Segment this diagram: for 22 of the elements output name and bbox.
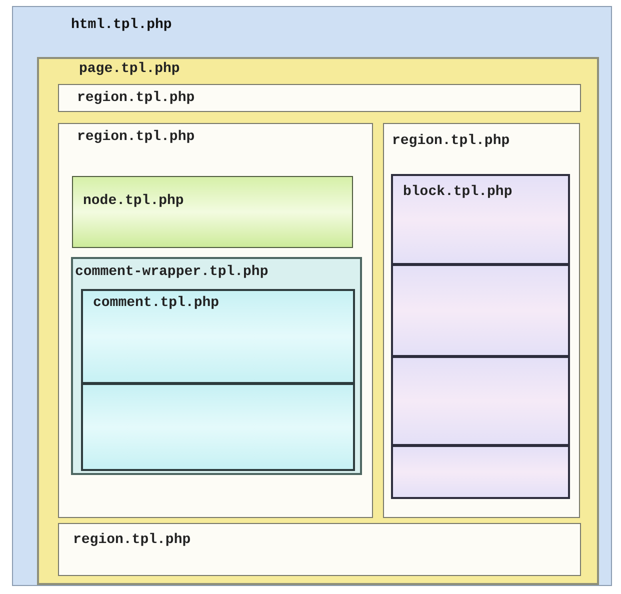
block-box xyxy=(391,174,570,265)
comment-box xyxy=(81,383,355,471)
file-name: node.tpl.php xyxy=(83,193,184,209)
file-name: comment-wrapper.tpl.php xyxy=(75,264,268,280)
region-box xyxy=(383,123,580,518)
file-name: block.tpl.php xyxy=(403,184,512,200)
block-box xyxy=(391,264,570,357)
file-name: region.tpl.php xyxy=(73,532,191,548)
file-name: region.tpl.php xyxy=(392,133,510,149)
comment-box xyxy=(81,289,355,384)
file-name: region.tpl.php xyxy=(77,90,195,106)
file-name: region.tpl.php xyxy=(77,129,195,145)
block-box xyxy=(391,445,570,499)
file-name: page.tpl.php xyxy=(79,61,180,77)
block-box xyxy=(391,356,570,446)
node-box xyxy=(72,176,353,248)
file-name: comment.tpl.php xyxy=(93,295,220,311)
region-box xyxy=(58,123,373,518)
wrapper-box xyxy=(71,257,362,475)
region-box xyxy=(58,523,581,576)
region-box xyxy=(58,84,581,112)
file-name: html.tpl.php xyxy=(71,17,172,33)
